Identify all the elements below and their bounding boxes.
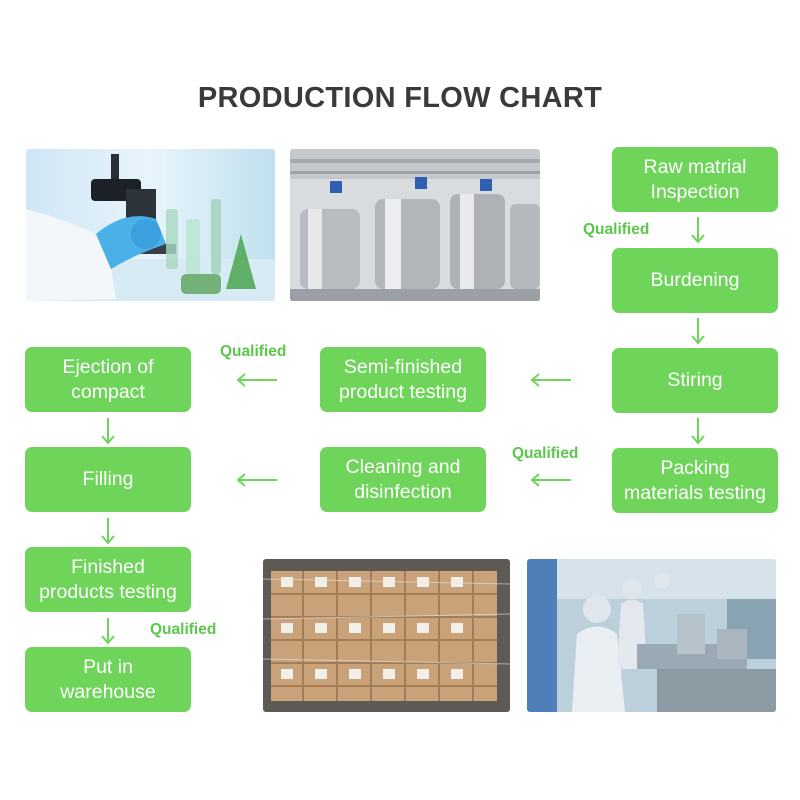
qualified-label-3: Qualified bbox=[220, 343, 287, 360]
step-burdening: Burdening bbox=[612, 248, 778, 313]
arrow-left-1 bbox=[530, 472, 572, 488]
step-filling: Filling bbox=[25, 447, 191, 512]
arrow-down-4 bbox=[100, 417, 116, 445]
step-stiring: Stiring bbox=[612, 348, 778, 413]
step-cleaning-disinfection: Cleaning and disinfection bbox=[320, 447, 486, 512]
cleanroom-workers-photo bbox=[527, 559, 776, 712]
step-packing-materials-testing: Packing materials testing bbox=[612, 448, 778, 513]
step-ejection-of-compact: Ejection of compact bbox=[25, 347, 191, 412]
arrow-left-4 bbox=[236, 472, 278, 488]
packed-boxes-photo bbox=[263, 559, 510, 712]
step-raw-material-inspection: Raw matrial Inspection bbox=[612, 147, 778, 212]
qualified-label-2: Qualified bbox=[512, 445, 579, 462]
step-finished-products-testing: Finished products testing bbox=[25, 547, 191, 612]
qualified-label-4: Qualified bbox=[150, 621, 217, 638]
lab-scientist-photo bbox=[26, 149, 275, 301]
arrow-down-3 bbox=[690, 417, 706, 445]
step-put-in-warehouse: Put in warehouse bbox=[25, 647, 191, 712]
arrow-left-2 bbox=[530, 372, 572, 388]
step-semi-finished-product-testing: Semi-finished product testing bbox=[320, 347, 486, 412]
qualified-label-1: Qualified bbox=[583, 221, 650, 238]
steel-tanks-photo bbox=[290, 149, 540, 301]
arrow-down-2 bbox=[690, 317, 706, 345]
arrow-down-1 bbox=[690, 216, 706, 244]
arrow-down-6 bbox=[100, 617, 116, 645]
arrow-left-3 bbox=[236, 372, 278, 388]
page-title: PRODUCTION FLOW CHART bbox=[197, 82, 603, 114]
arrow-down-5 bbox=[100, 517, 116, 545]
